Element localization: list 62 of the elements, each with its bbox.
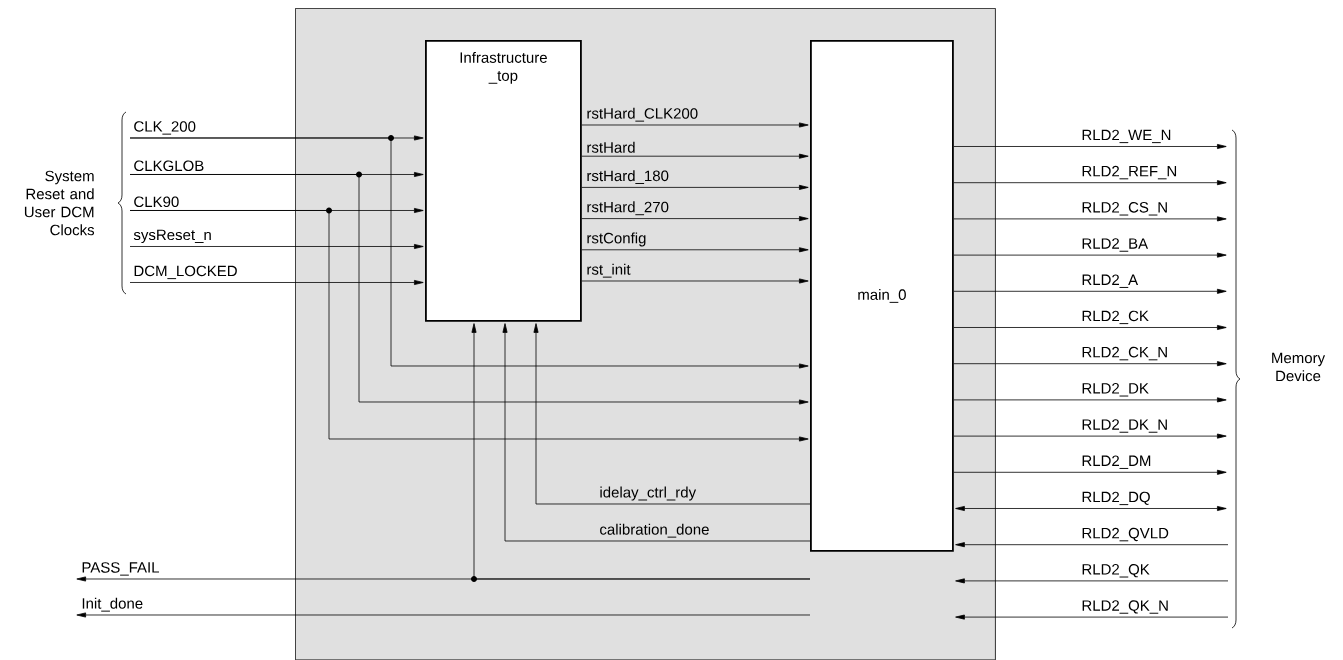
- signal-label: RLD2_DM: [1082, 455, 1151, 469]
- signal-label: DCM_LOCKED: [134, 265, 237, 280]
- signal-arrow: [581, 184, 809, 190]
- signal-label: CLKGLOB: [134, 160, 204, 172]
- signal-label: RLD2_BA: [1082, 238, 1149, 252]
- signal-arrow: [581, 153, 809, 159]
- signal-label: RLD2_QK: [1082, 564, 1150, 578]
- signal-label: RLD2_CS_N: [1082, 202, 1167, 216]
- signal-label: RLD2_DQ: [1082, 491, 1150, 506]
- signal-label: rstConfig: [587, 232, 646, 247]
- signal-label: RLD2_CK_N: [1082, 346, 1167, 361]
- signal-label: rstHard: [587, 141, 635, 153]
- block-box: main_0: [810, 40, 954, 552]
- signal-label: sysReset_n: [133, 229, 211, 244]
- signal-arrow: [955, 578, 1229, 584]
- block-box: Infrastructure _top: [425, 40, 582, 322]
- signal-label: RLD2_QK_N: [1082, 600, 1168, 614]
- signal-label: RLD2_DK_N: [1082, 419, 1167, 433]
- signal-arrow: [955, 506, 1227, 511]
- signal-arrow: [953, 361, 1227, 367]
- signal-arrow: [953, 397, 1227, 403]
- signal-arrow: [129, 210, 809, 442]
- signal-label: calibration_done: [600, 523, 709, 538]
- signal-label: RLD2_QVLD: [1082, 527, 1169, 542]
- signal-arrow: [955, 542, 1229, 548]
- signal-arrow: [533, 323, 811, 505]
- signal-arrow: [953, 325, 1227, 330]
- signal-label: idelay_ctrl_rdy: [600, 486, 697, 501]
- group-label: Memory Device: [1272, 352, 1326, 382]
- signal-arrow: [581, 122, 809, 128]
- signal-arrow: [953, 469, 1227, 475]
- signal-label: RLD2_WE_N: [1082, 129, 1171, 144]
- signal-label: CLK_200: [134, 121, 196, 135]
- signal-label: rstHard_270: [587, 201, 669, 216]
- signal-arrow: [129, 137, 809, 369]
- signal-label: PASS_FAIL: [82, 562, 159, 576]
- signal-label: rst_init: [587, 263, 631, 278]
- signal-arrow: [953, 433, 1227, 439]
- signal-label: RLD2_A: [1082, 274, 1139, 288]
- signal-label: rstHard_CLK200: [587, 107, 698, 122]
- signal-label: rstHard_180: [587, 170, 669, 184]
- signal-arrow: [129, 244, 424, 249]
- signal-arrow: [502, 323, 811, 542]
- signal-arrow: [76, 612, 811, 618]
- signal-label: Init_done: [82, 597, 143, 612]
- signal-arrow: [953, 252, 1227, 258]
- signal-arrow: [471, 323, 811, 580]
- group-label: System Reset and User DCM Clocks: [24, 170, 95, 236]
- signal-arrow: [581, 278, 809, 284]
- signal-arrow: [581, 216, 809, 222]
- signal-label: CLK90: [134, 196, 179, 208]
- signal-arrow: [953, 144, 1227, 149]
- signal-arrow: [953, 180, 1227, 186]
- signal-label: RLD2_CK: [1082, 310, 1149, 325]
- signal-label: RLD2_DK: [1082, 383, 1149, 397]
- signal-arrow: [129, 174, 809, 405]
- signal-arrow: [129, 280, 424, 285]
- signal-arrow: [953, 288, 1227, 294]
- signal-arrow: [581, 247, 809, 253]
- signal-label: RLD2_REF_N: [1082, 165, 1177, 180]
- signal-arrow: [953, 216, 1227, 222]
- signal-arrow: [955, 614, 1229, 620]
